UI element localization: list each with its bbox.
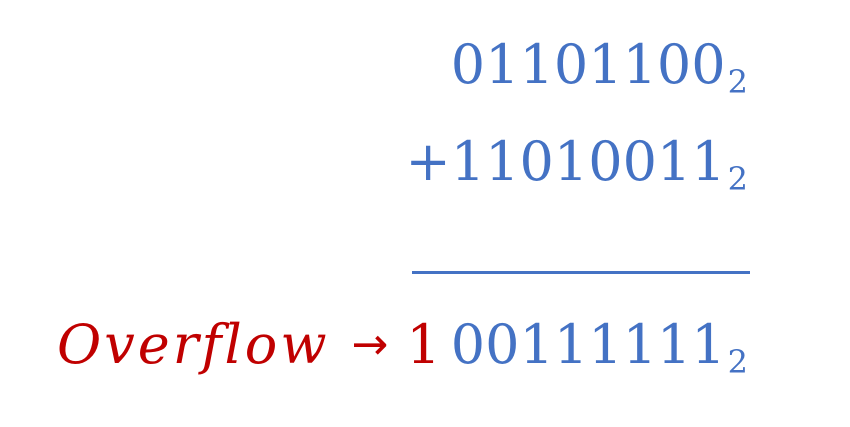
plus-sign: + [405,130,451,193]
sum-rule-line [412,271,750,274]
operand-a-digits: 01101100 [450,33,726,96]
operand-b-digits: 11010011 [450,130,726,193]
overflow-carry-bit: 1 [406,313,441,376]
operand-a-base: 2 [727,63,748,101]
result-base: 2 [727,343,748,381]
operand-b: +110100112 [406,135,748,198]
result-digits: 00111111 [450,313,726,376]
operand-a: 011011002 [451,38,748,101]
overflow-label: Overflow [57,313,330,376]
right-arrow-icon: → [351,319,389,370]
operand-b-base: 2 [727,160,748,198]
